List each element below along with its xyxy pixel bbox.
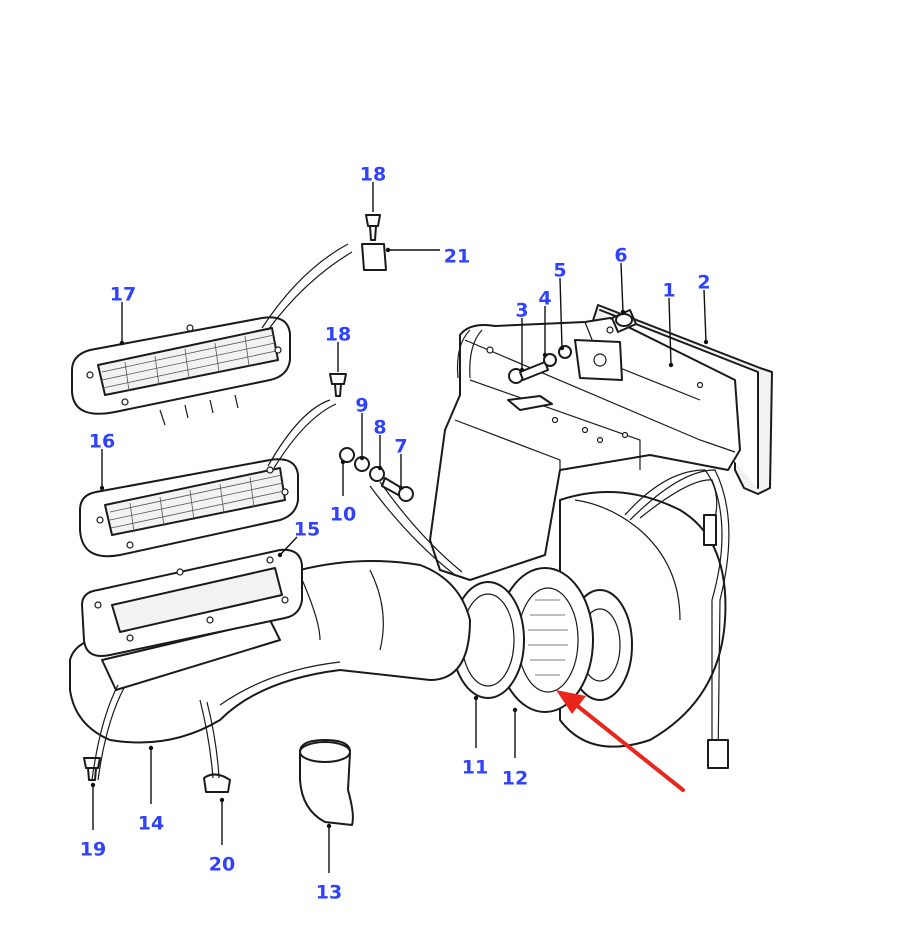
elbow-pipe (299, 739, 354, 826)
callout-4: 4 (538, 288, 551, 310)
callout-10: 10 (330, 504, 356, 526)
callout-17: 17 (110, 284, 136, 306)
air-duct (69, 560, 471, 744)
callout-6: 6 (614, 245, 627, 267)
callout-14: 14 (138, 813, 164, 835)
callout-2: 2 (697, 272, 710, 294)
highlight-arrow (556, 690, 685, 792)
heater-housing (429, 304, 773, 581)
callout-11: 11 (462, 757, 488, 779)
callout-15: 15 (294, 519, 320, 541)
callout-9: 9 (355, 395, 368, 417)
callout-3: 3 (515, 300, 528, 322)
callout-12: 12 (502, 768, 528, 790)
leader-lines (90, 182, 709, 873)
callout-19: 19 (80, 839, 106, 861)
callout-18b: 18 (325, 324, 351, 346)
callout-21: 21 (444, 246, 470, 268)
grille-16 (79, 458, 299, 558)
callout-18a: 18 (360, 164, 386, 186)
gasket (81, 548, 303, 657)
callout-5: 5 (553, 260, 566, 282)
callout-8: 8 (373, 417, 386, 439)
callout-13: 13 (316, 882, 342, 904)
callout-20: 20 (209, 854, 235, 876)
blower-rings (451, 567, 594, 713)
callout-16: 16 (89, 431, 115, 453)
callout-1: 1 (662, 280, 675, 302)
gasket-holes (94, 556, 289, 642)
grille-17 (71, 316, 291, 426)
callout-7: 7 (394, 436, 407, 458)
